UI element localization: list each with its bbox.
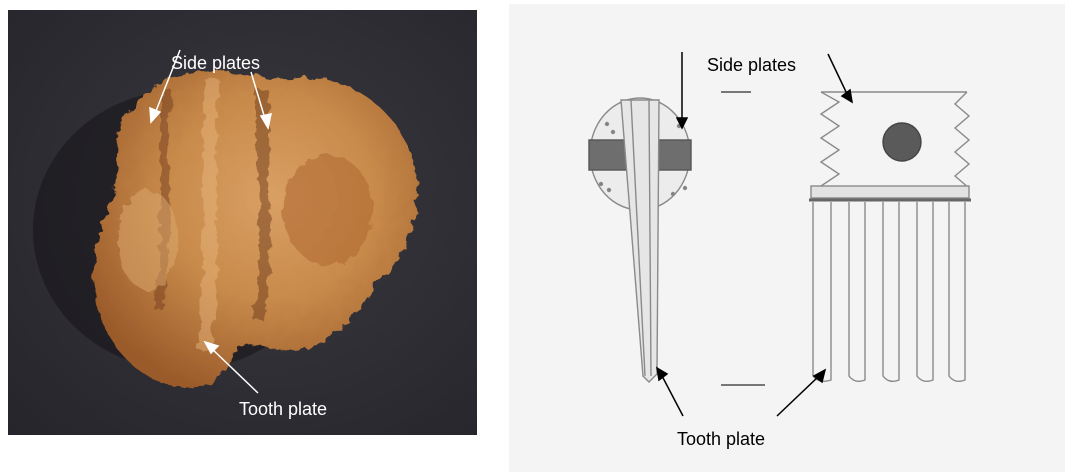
artifact-photo: Side plates Tooth plate	[8, 10, 477, 435]
photo-side-plates-label: Side plates	[171, 54, 260, 72]
sketch-tooth-plate-label: Tooth plate	[677, 430, 765, 448]
sketch-side-plates-label: Side plates	[707, 56, 796, 74]
artifact-photo-image	[8, 10, 477, 435]
photo-tooth-plate-label: Tooth plate	[239, 400, 327, 418]
comb-sketch: Side plates Tooth plate	[509, 4, 1065, 472]
